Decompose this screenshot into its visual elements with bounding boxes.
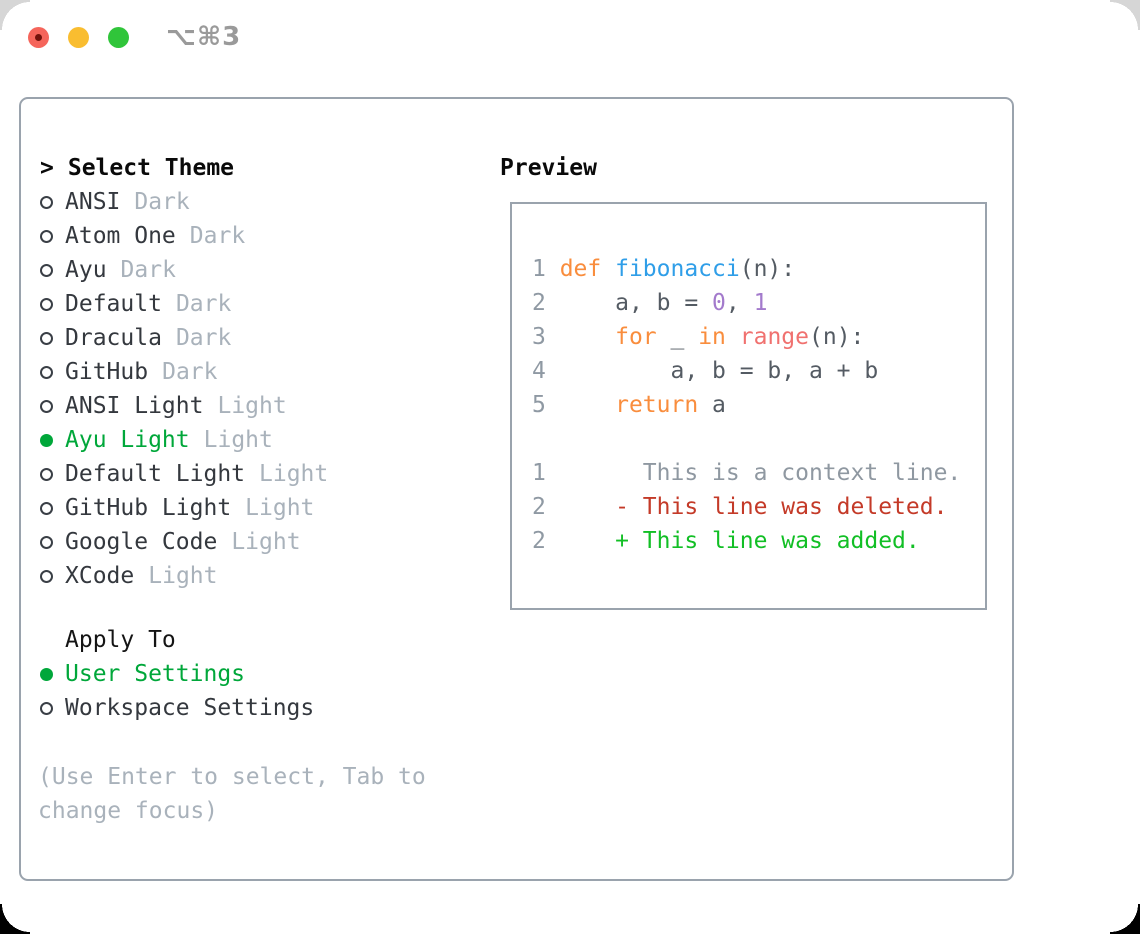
- theme-variant-tag: Light: [217, 393, 287, 419]
- theme-name: Atom One: [65, 223, 176, 249]
- radio-circle-outline-icon: [40, 701, 53, 715]
- apply-option-label: Workspace Settings: [65, 695, 315, 721]
- theme-name: GitHub Light: [65, 495, 232, 521]
- radio-circle-outline-icon: [40, 263, 53, 277]
- radio-circle-outline-icon: [40, 501, 53, 515]
- line-number: 4: [532, 358, 560, 384]
- radio-circle-outline-icon: [40, 297, 53, 311]
- line-number: 1: [532, 256, 560, 282]
- theme-variant-tag: Light: [231, 529, 301, 555]
- diff-deleted-line: 2 - This line was deleted.: [532, 494, 948, 520]
- code-line: 1 def fibonacci(n):: [532, 256, 796, 282]
- theme-option-default-light[interactable]: Default Light Light: [40, 457, 328, 491]
- code-line: 4 a, b = b, a + b: [532, 358, 879, 384]
- diff-context-line: 1 This is a context line.: [532, 460, 962, 486]
- radio-circle-outline-icon: [40, 467, 53, 481]
- theme-option-ansi-dark[interactable]: ANSI Dark: [40, 185, 328, 219]
- diff-added-line: 2 + This line was added.: [532, 528, 920, 554]
- theme-variant-tag: Dark: [134, 189, 190, 215]
- line-number: 5: [532, 392, 560, 418]
- zoom-button[interactable]: [108, 27, 129, 48]
- code-line: 5 return a: [532, 392, 726, 418]
- select-theme-header: > Select Theme: [40, 151, 328, 185]
- minimize-button[interactable]: [68, 27, 89, 48]
- theme-option-ayu-light-selected[interactable]: Ayu Light Light: [40, 423, 328, 457]
- line-number: 3: [532, 324, 560, 350]
- apply-to-label: Apply To: [65, 627, 176, 653]
- theme-variant-tag: Light: [259, 461, 329, 487]
- window-title-shortcut: ⌥⌘3: [166, 22, 242, 52]
- theme-variant-tag: Dark: [189, 223, 246, 249]
- theme-option-ayu-dark[interactable]: Ayu Dark: [40, 253, 328, 287]
- theme-variant-tag: Light: [245, 495, 315, 521]
- theme-variant-tag: Dark: [175, 291, 232, 317]
- theme-name: Default Light: [65, 461, 246, 487]
- theme-name: XCode: [65, 563, 135, 589]
- theme-variant-tag: Light: [148, 563, 218, 589]
- radio-circle-outline-icon: [40, 331, 53, 345]
- theme-option-github-dark[interactable]: GitHub Dark: [40, 355, 328, 389]
- preview-header: Preview: [500, 155, 597, 181]
- theme-name: Ayu: [65, 257, 107, 283]
- radio-circle-filled-icon: [40, 667, 53, 681]
- theme-name: Dracula: [65, 325, 162, 351]
- code-line: 2 a, b = 0, 1: [532, 290, 768, 316]
- theme-name: GitHub: [65, 359, 149, 385]
- apply-to-section: Apply To User Settings Workspace Setting…: [40, 623, 314, 725]
- radio-circle-outline-icon: [40, 399, 53, 413]
- theme-variant-tag: Light: [203, 427, 273, 453]
- focus-caret: >: [40, 155, 54, 181]
- theme-option-default-dark[interactable]: Default Dark: [40, 287, 328, 321]
- line-number: 1: [532, 460, 560, 486]
- window-corner: [0, 0, 30, 30]
- radio-circle-outline-icon: [40, 365, 53, 379]
- theme-name: Ayu Light: [65, 427, 190, 453]
- apply-option-workspace-settings[interactable]: Workspace Settings: [40, 691, 314, 725]
- theme-name: ANSI Light: [65, 393, 204, 419]
- theme-option-dracula-dark[interactable]: Dracula Dark: [40, 321, 328, 355]
- radio-circle-filled-icon: [40, 433, 53, 447]
- window-corner: [0, 904, 30, 934]
- blank-line: [532, 422, 961, 456]
- theme-variant-tag: Dark: [162, 359, 218, 385]
- theme-variant-tag: Dark: [120, 257, 176, 283]
- radio-circle-outline-icon: [40, 195, 53, 209]
- code-line: 3 for _ in range(n):: [532, 324, 865, 350]
- theme-variant-tag: Dark: [175, 325, 232, 351]
- window-corner: [1110, 904, 1140, 934]
- theme-option-xcode[interactable]: XCode Light: [40, 559, 328, 593]
- line-number: 2: [532, 528, 560, 554]
- theme-option-github-light[interactable]: GitHub Light Light: [40, 491, 328, 525]
- radio-circle-outline-icon: [40, 229, 53, 243]
- theme-name: Default: [65, 291, 162, 317]
- radio-circle-outline-icon: [40, 535, 53, 549]
- theme-name: ANSI: [65, 189, 121, 215]
- theme-option-ansi-light[interactable]: ANSI Light Light: [40, 389, 328, 423]
- code-preview: 1 def fibonacci(n): 2 a, b = 0, 1 3 for …: [532, 252, 961, 558]
- line-number: 2: [532, 290, 560, 316]
- theme-option-google-code[interactable]: Google Code Light: [40, 525, 328, 559]
- apply-to-header: Apply To: [40, 623, 314, 657]
- theme-name: Google Code: [65, 529, 218, 555]
- radio-circle-outline-icon: [40, 569, 53, 583]
- window-corner: [1110, 0, 1140, 30]
- preview-pane: 1 def fibonacci(n): 2 a, b = 0, 1 3 for …: [510, 202, 987, 610]
- line-number: 2: [532, 494, 560, 520]
- close-button[interactable]: [28, 27, 49, 48]
- apply-option-label: User Settings: [65, 661, 246, 687]
- keyboard-hint: (Use Enter to select, Tab to change focu…: [38, 764, 426, 824]
- theme-option-atom-one-dark[interactable]: Atom One Dark: [40, 219, 328, 253]
- select-theme-header-label: Select Theme: [67, 155, 235, 181]
- apply-option-user-settings[interactable]: User Settings: [40, 657, 314, 691]
